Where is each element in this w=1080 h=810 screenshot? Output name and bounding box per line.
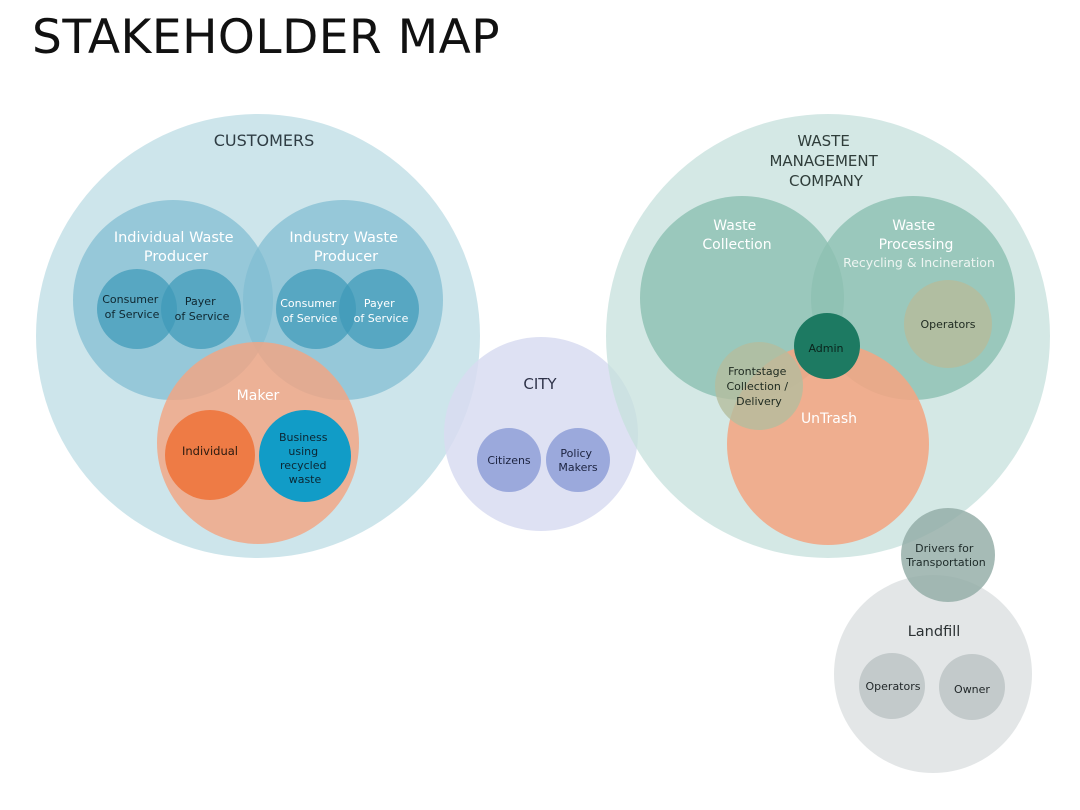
frontstage-collection-delivery-label: Frontstage Collection / Delivery (726, 365, 791, 408)
landfill-operators-label: Operators (866, 680, 921, 693)
waste-collection-circle (640, 196, 844, 400)
payer-of-service-label-individual: Payer of Service (175, 295, 230, 323)
landfill-label: Landfill (908, 624, 961, 640)
drivers-for-transportation-circle (901, 508, 995, 602)
processing-operators-label: Operators (921, 318, 976, 331)
waste-processing-label: Waste Processing (879, 218, 954, 253)
city-label: CITY (523, 375, 557, 393)
consumer-of-service-label-individual: Consumer of Service (102, 293, 162, 321)
payer-of-service-circle-individual (161, 269, 241, 349)
individual-maker-label: Individual (182, 444, 238, 458)
waste-collection-label: Waste Collection (702, 218, 771, 253)
citizens-label: Citizens (487, 454, 531, 467)
recycling-incineration-label: Recycling & Incineration (843, 255, 995, 270)
admin-label: Admin (808, 342, 843, 355)
citizens-circle (477, 428, 541, 492)
landfill-group-circle (834, 575, 1032, 773)
customers-label: CUSTOMERS (214, 131, 315, 150)
individual-waste-producer-label: Individual Waste Producer (114, 230, 238, 265)
policy-makers-label: Policy Makers (558, 447, 597, 474)
untrash-label: UnTrash (801, 411, 857, 427)
maker-label: Maker (237, 388, 280, 404)
payer-of-service-label-industry: Payer of Service (354, 297, 409, 325)
waste-management-company-label: WASTE MANAGEMENT COMPANY (769, 132, 882, 190)
policy-makers-circle (546, 428, 610, 492)
admin-circle (794, 313, 860, 379)
landfill-owner-circle (939, 654, 1005, 720)
consumer-of-service-label-industry: Consumer of Service (280, 297, 340, 325)
processing-operators-circle (904, 280, 992, 368)
landfill-owner-label: Owner (954, 683, 990, 696)
landfill-operators-circle (859, 653, 925, 719)
business-using-recycled-waste-circle (259, 410, 351, 502)
page-title: STAKEHOLDER MAP (32, 10, 501, 65)
consumer-of-service-circle-individual (97, 269, 177, 349)
payer-of-service-circle-industry (339, 269, 419, 349)
frontstage-collection-delivery-circle (715, 342, 803, 430)
business-using-recycled-waste-label: Business using recycled waste (279, 431, 331, 486)
individual-maker-circle (165, 410, 255, 500)
drivers-for-transportation-label: Drivers for Transportation (905, 542, 985, 569)
consumer-of-service-circle-industry (276, 269, 356, 349)
industry-waste-producer-label: Industry Waste Producer (289, 230, 402, 265)
